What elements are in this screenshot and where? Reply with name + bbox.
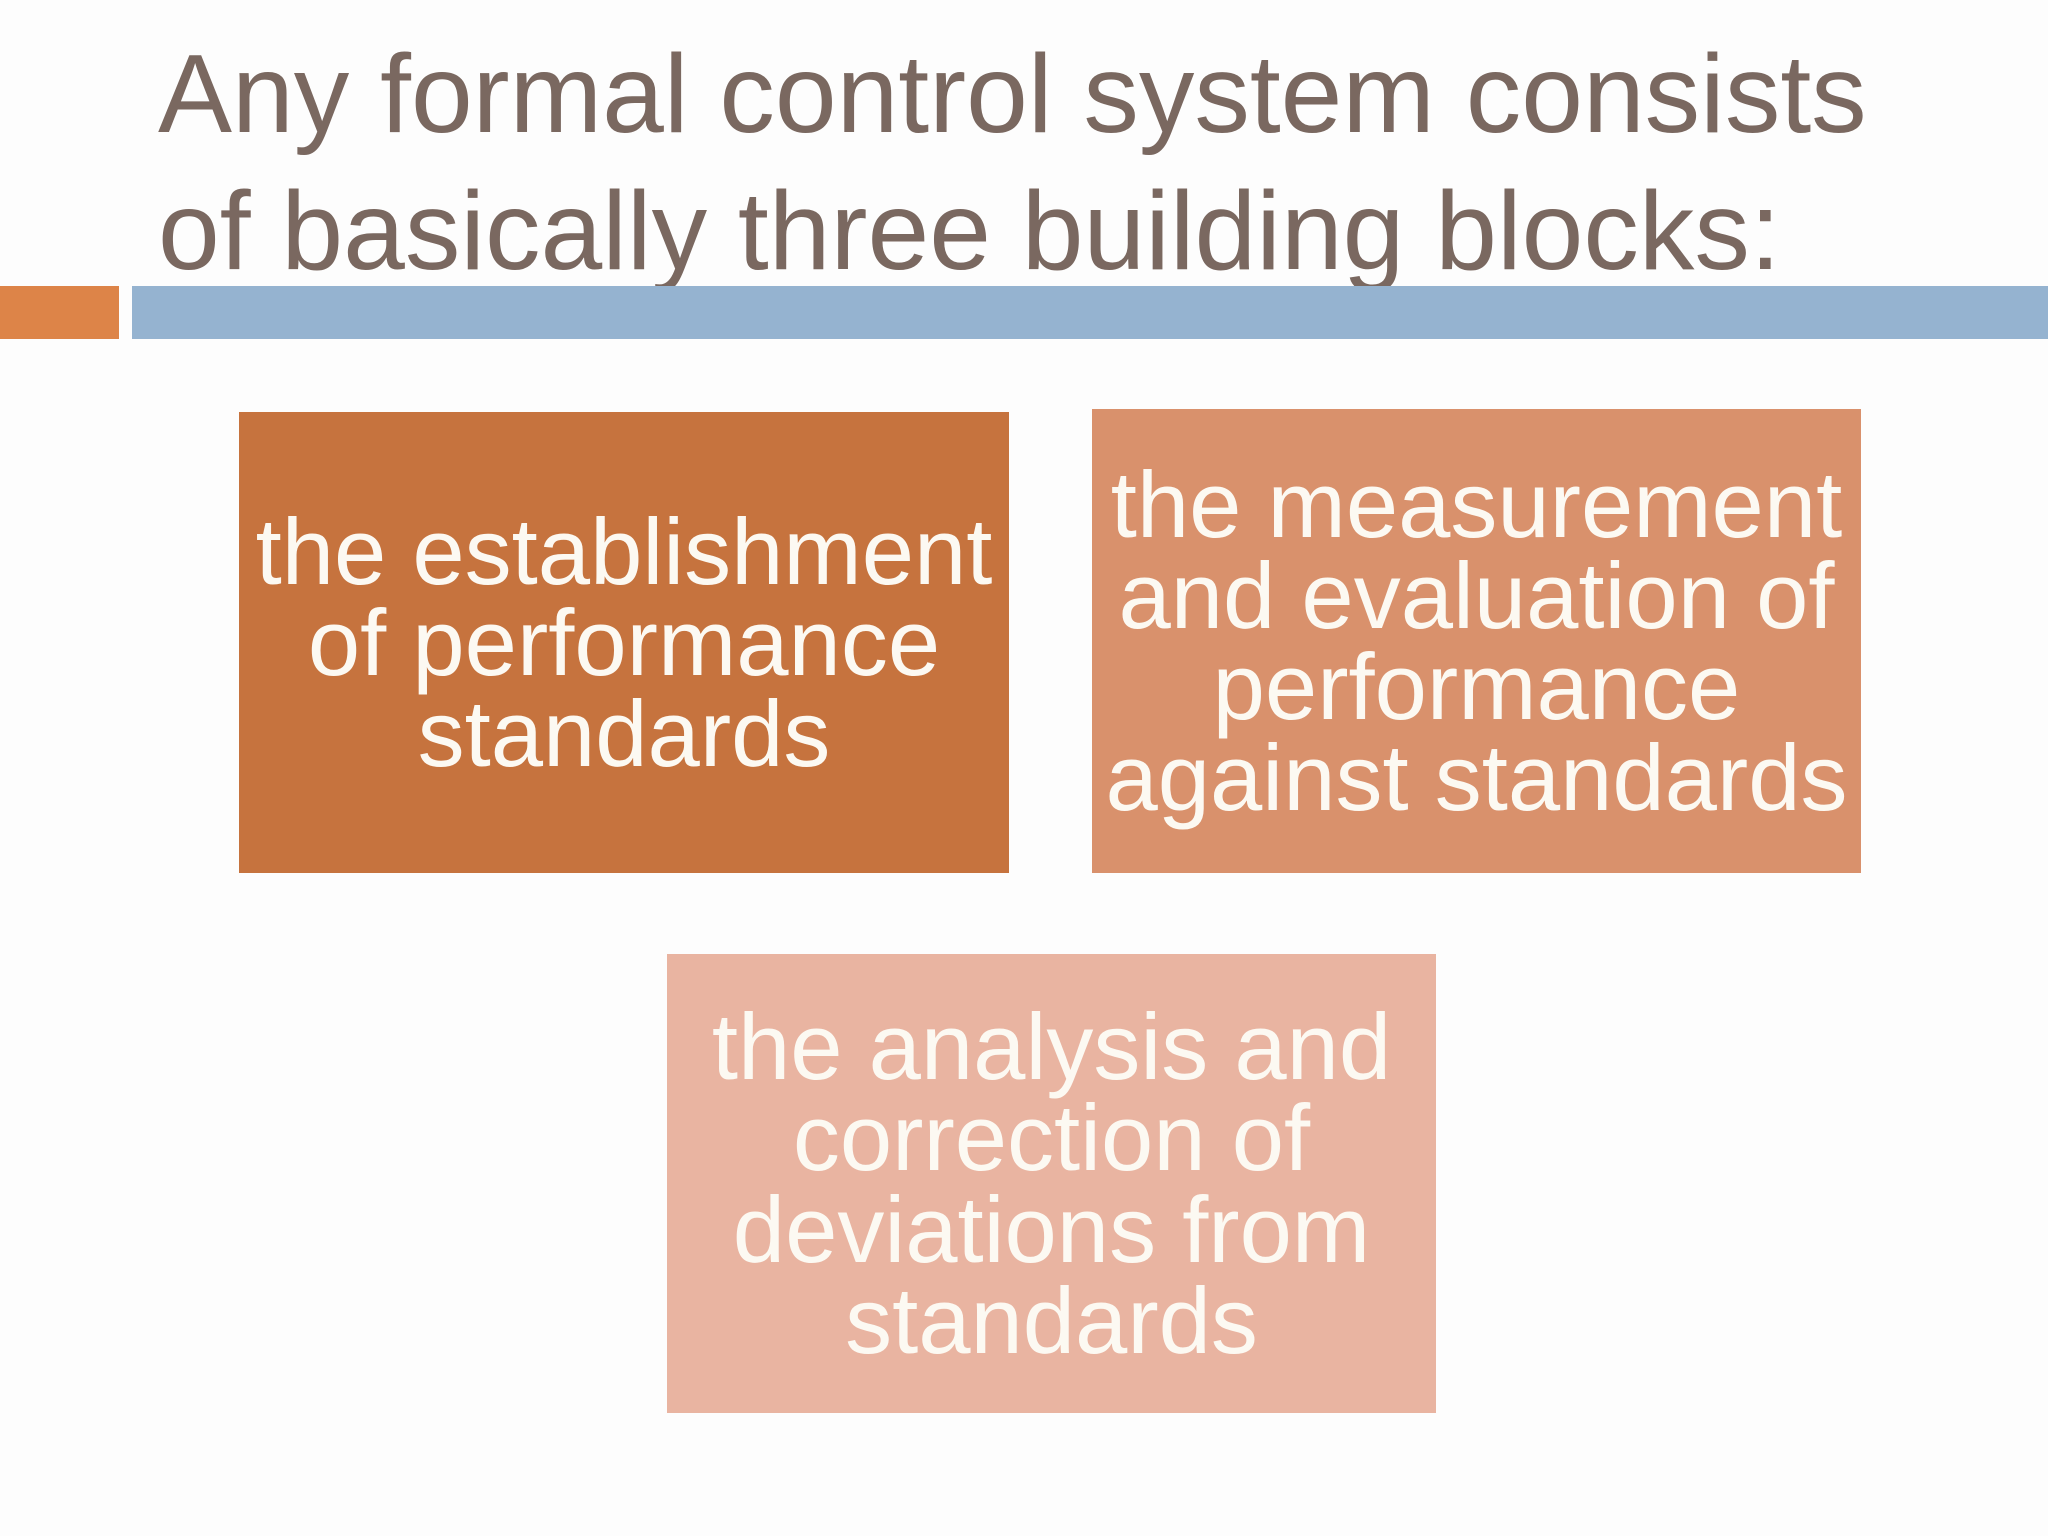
slide-title: Any formal control system consists of ba… <box>158 26 1867 300</box>
block-establishment-of-performance-standards: the establishment of performance standar… <box>239 412 1009 873</box>
block-text-line: of performance <box>307 589 941 695</box>
slide-title-line-2: of basically three building blocks: <box>158 169 1781 294</box>
block-analysis-and-correction: the analysis and correction of deviation… <box>667 954 1436 1413</box>
accent-blue-bar <box>132 286 2048 339</box>
block-text-line: correction of <box>792 1085 1311 1191</box>
block-text-line: standards <box>417 681 831 787</box>
block-measurement-and-evaluation: the measurement and evaluation of perfor… <box>1092 409 1861 873</box>
block-text-line: the measurement <box>1110 451 1843 557</box>
block-text-line: the analysis and <box>711 994 1392 1100</box>
block-text-line: and evaluation of <box>1118 542 1835 648</box>
slide-title-line-1: Any formal control system consists <box>158 32 1867 156</box>
block-text-line: against standards <box>1105 725 1848 831</box>
block-text-line: standards <box>845 1267 1258 1373</box>
block-text-line: the establishment <box>255 498 993 604</box>
block-text-line: performance <box>1212 634 1741 739</box>
block-text-line: deviations from <box>732 1176 1371 1282</box>
accent-orange-square <box>0 286 119 339</box>
